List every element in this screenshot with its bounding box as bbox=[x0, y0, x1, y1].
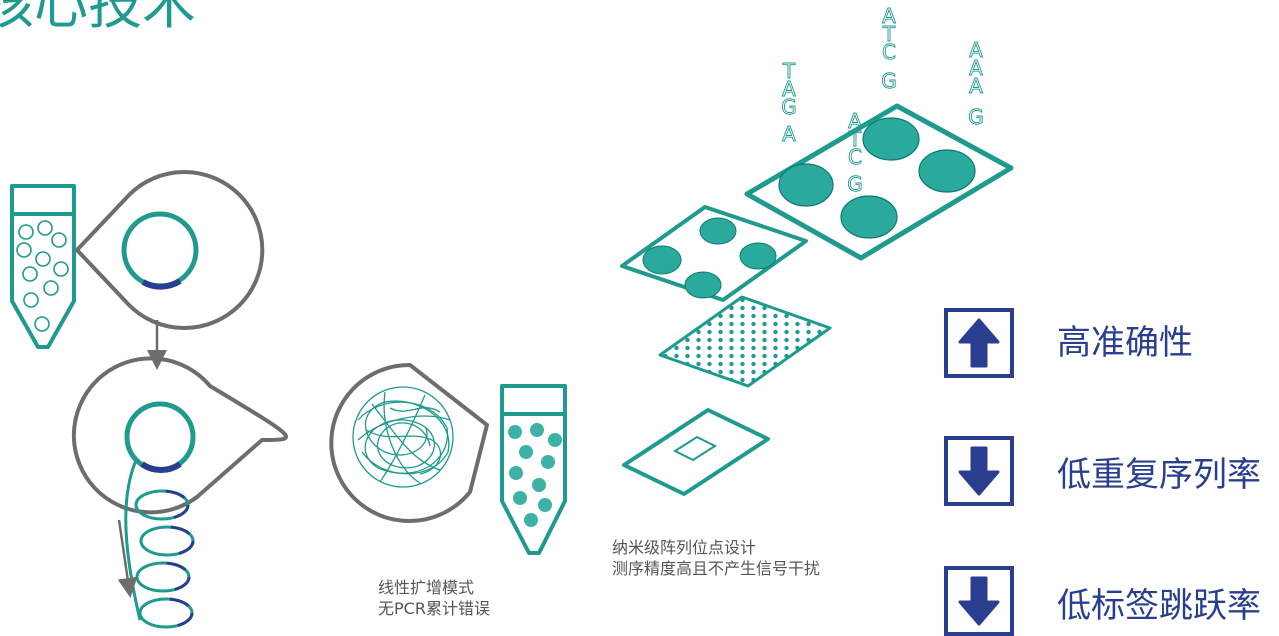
dna-letter: G bbox=[847, 172, 863, 196]
dna-letter: C bbox=[848, 145, 862, 169]
dna-letter: A bbox=[848, 109, 862, 133]
dna-template-callout bbox=[75, 170, 265, 330]
dna-letter: A bbox=[782, 122, 796, 146]
caption-line: 测序精度高且不产生信号干扰 bbox=[612, 559, 821, 578]
arrow-down-icon bbox=[944, 566, 1014, 636]
arrow-down-icon bbox=[944, 436, 1014, 506]
dna-letter: T bbox=[782, 59, 796, 83]
caption-line: 纳米级阵列位点设计 bbox=[612, 538, 757, 557]
rolling-circle-amplification bbox=[71, 356, 288, 629]
dna-letter: G bbox=[881, 69, 897, 93]
flow-cell-slide bbox=[622, 408, 770, 496]
array-caption: 纳米级阵列位点设计 测序精度高且不产生信号干扰 bbox=[612, 537, 820, 579]
sample-tube bbox=[10, 184, 76, 349]
caption-line: 无PCR累计错误 bbox=[378, 599, 490, 618]
dna-base-labels: T A G A A T C G A A A G A T C G bbox=[781, 4, 984, 197]
dna-letter: A bbox=[969, 56, 983, 80]
advantage-low-duplication: 低重复序列率 bbox=[1057, 455, 1261, 495]
dna-letter: A bbox=[969, 74, 983, 98]
dna-nanoball-callout bbox=[329, 362, 489, 523]
nanoball-array-chip bbox=[620, 205, 808, 302]
caption-line: 线性扩增模式 bbox=[378, 578, 475, 597]
dna-letter: A bbox=[882, 4, 896, 28]
dna-letter: C bbox=[882, 40, 896, 64]
dna-letter: G bbox=[968, 105, 984, 129]
sequencing-chip bbox=[744, 103, 1014, 261]
dna-column-atcg-mid: A T C G bbox=[847, 109, 863, 197]
dna-letter: A bbox=[969, 38, 983, 62]
arrow-up-icon bbox=[944, 308, 1014, 378]
dna-column-taga: T A G A bbox=[781, 59, 797, 147]
amplification-caption: 线性扩增模式 无PCR累计错误 bbox=[378, 577, 490, 619]
advantage-low-index-hopping: 低标签跳跃率 bbox=[1057, 586, 1261, 626]
page-title: 核心技术 bbox=[0, 0, 196, 36]
advantage-high-accuracy: 高准确性 bbox=[1057, 323, 1193, 363]
dna-column-aaag: A A A G bbox=[968, 38, 984, 130]
dna-letter: T bbox=[882, 22, 896, 46]
dna-letter: T bbox=[848, 127, 862, 151]
dna-column-atcg-top: A T C G bbox=[881, 4, 897, 94]
patterned-array-chip bbox=[658, 295, 832, 388]
dna-letter: A bbox=[782, 77, 796, 101]
dna-letter: G bbox=[781, 95, 797, 119]
nanoball-tube bbox=[500, 384, 567, 555]
